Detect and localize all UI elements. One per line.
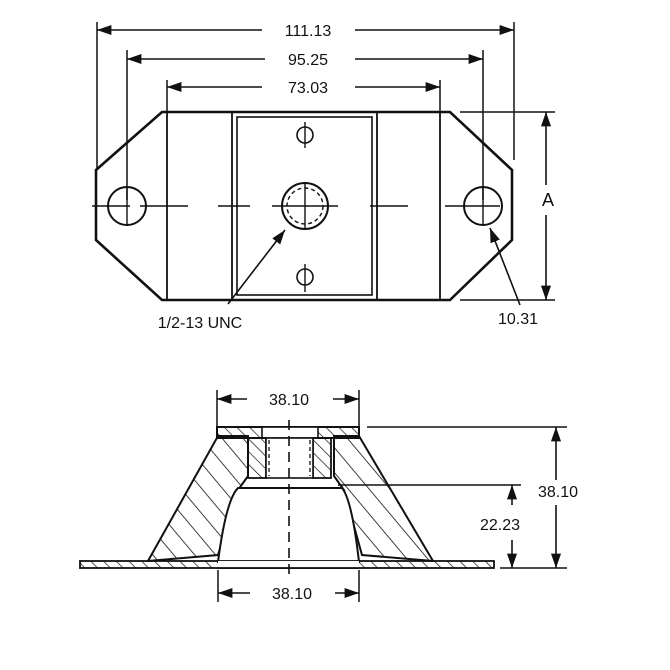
thread-callout-label: 1/2-13 UNC <box>158 315 242 332</box>
thread-leader <box>227 229 286 305</box>
overall-height-label: 38.10 <box>538 484 578 501</box>
cavity-height-label: 22.23 <box>480 517 520 534</box>
hole-diameter-label: 10.31 <box>498 311 538 328</box>
top-view <box>92 22 555 306</box>
top-width-label: 38.10 <box>269 392 309 409</box>
hole-spacing-label: 95.25 <box>288 52 328 69</box>
overall-length-label: 111.13 <box>285 23 332 40</box>
body-length-label: 73.03 <box>288 80 328 97</box>
base-outline <box>94 110 514 302</box>
bottom-width-label: 38.10 <box>272 586 312 603</box>
height-A-label: A <box>542 190 554 210</box>
hole-leader <box>489 227 521 306</box>
side-view <box>79 390 567 602</box>
